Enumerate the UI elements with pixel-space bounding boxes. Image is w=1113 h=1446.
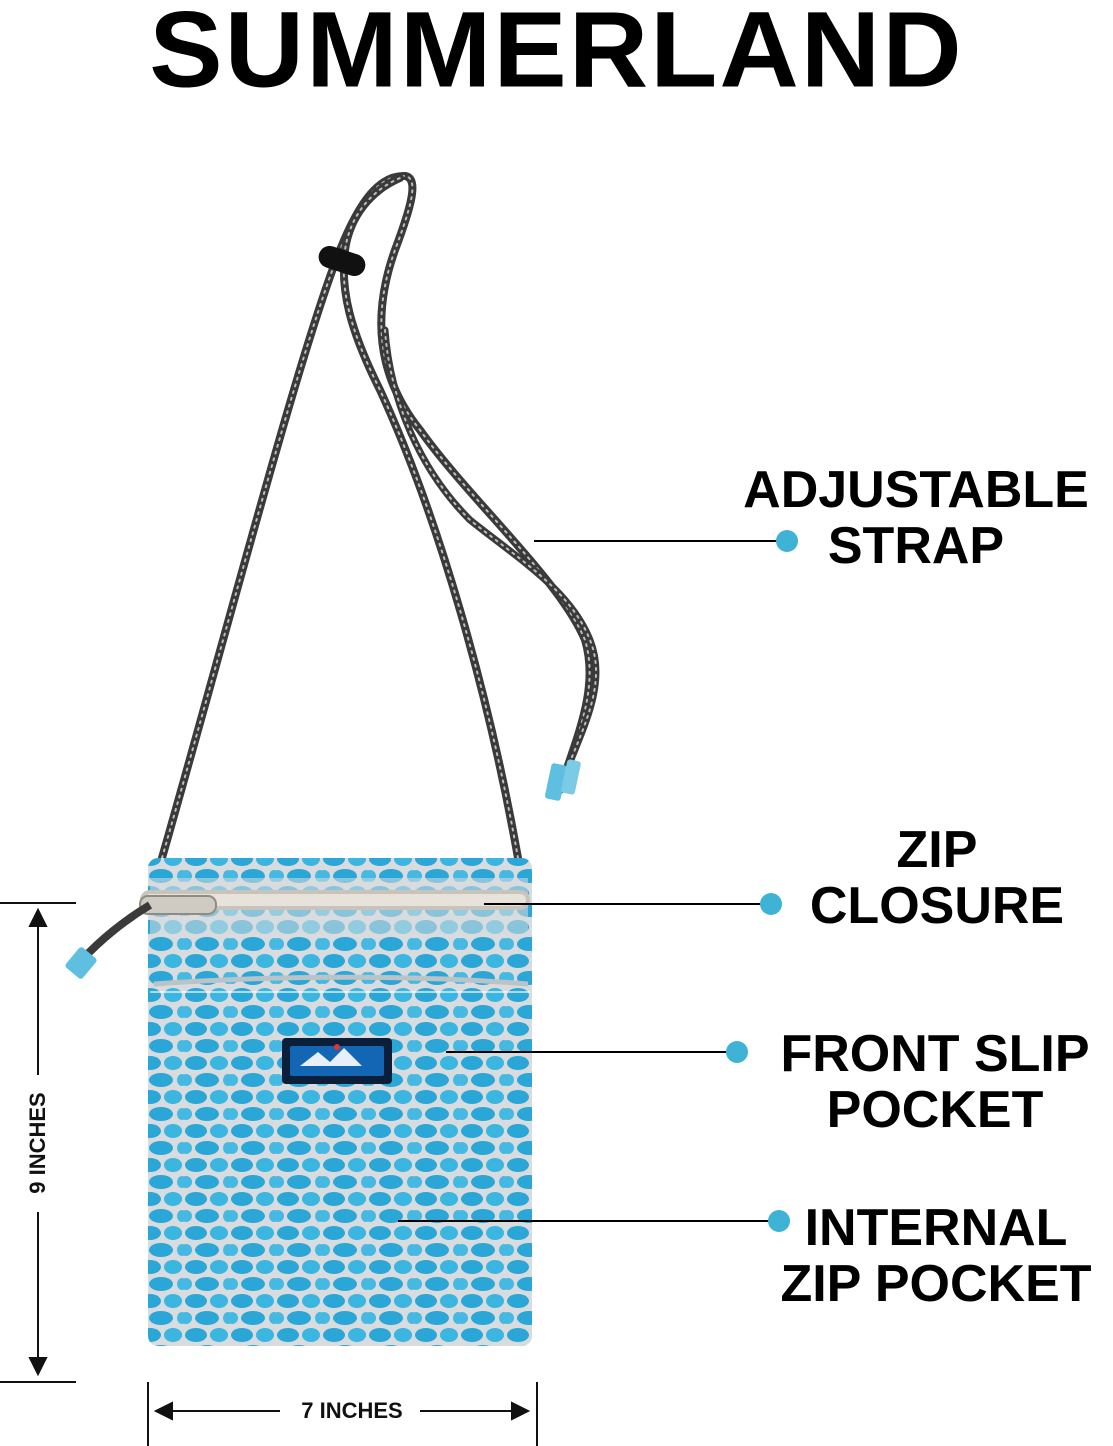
bag-body xyxy=(140,858,532,1346)
feature-adjustable-strap: ADJUSTABLE STRAP xyxy=(724,462,1108,574)
feature-adjustable-strap-line2: STRAP xyxy=(827,517,1005,575)
cord-lock xyxy=(318,245,366,277)
feature-zip-closure-line1: ZIP xyxy=(896,821,978,879)
logo-patch xyxy=(282,1038,392,1084)
feature-internal-zip-pocket-line1: INTERNAL xyxy=(804,1199,1068,1257)
callout-lines xyxy=(398,540,778,1222)
feature-internal-zip-pocket: INTERNAL ZIP POCKET xyxy=(760,1200,1112,1312)
callout-dots xyxy=(726,530,798,1232)
feature-zip-closure-line2: CLOSURE xyxy=(809,877,1065,935)
width-label: 7 INCHES xyxy=(284,1398,420,1424)
strap xyxy=(158,172,600,862)
strap-tip-1 xyxy=(544,763,568,801)
strap-dot xyxy=(776,530,798,552)
product-title: SUMMERLAND xyxy=(149,0,964,110)
feature-adjustable-strap-line1: ADJUSTABLE xyxy=(743,461,1089,519)
zip-closure-dot xyxy=(760,893,782,915)
height-dimension xyxy=(0,902,76,1383)
height-label: 9 INCHES xyxy=(25,1075,51,1211)
strap-tip-2 xyxy=(561,759,581,795)
width-dimension xyxy=(147,1382,538,1446)
feature-front-slip-pocket: FRONT SLIP POCKET xyxy=(760,1026,1110,1138)
front-slip-dot xyxy=(726,1041,748,1063)
zipper-pull xyxy=(65,895,217,979)
feature-internal-zip-pocket-line2: ZIP POCKET xyxy=(780,1255,1092,1313)
feature-front-slip-pocket-line1: FRONT SLIP xyxy=(780,1025,1090,1083)
internal-zip-dot xyxy=(768,1210,790,1232)
feature-front-slip-pocket-line2: POCKET xyxy=(826,1081,1044,1139)
feature-zip-closure: ZIP CLOSURE xyxy=(792,822,1082,934)
